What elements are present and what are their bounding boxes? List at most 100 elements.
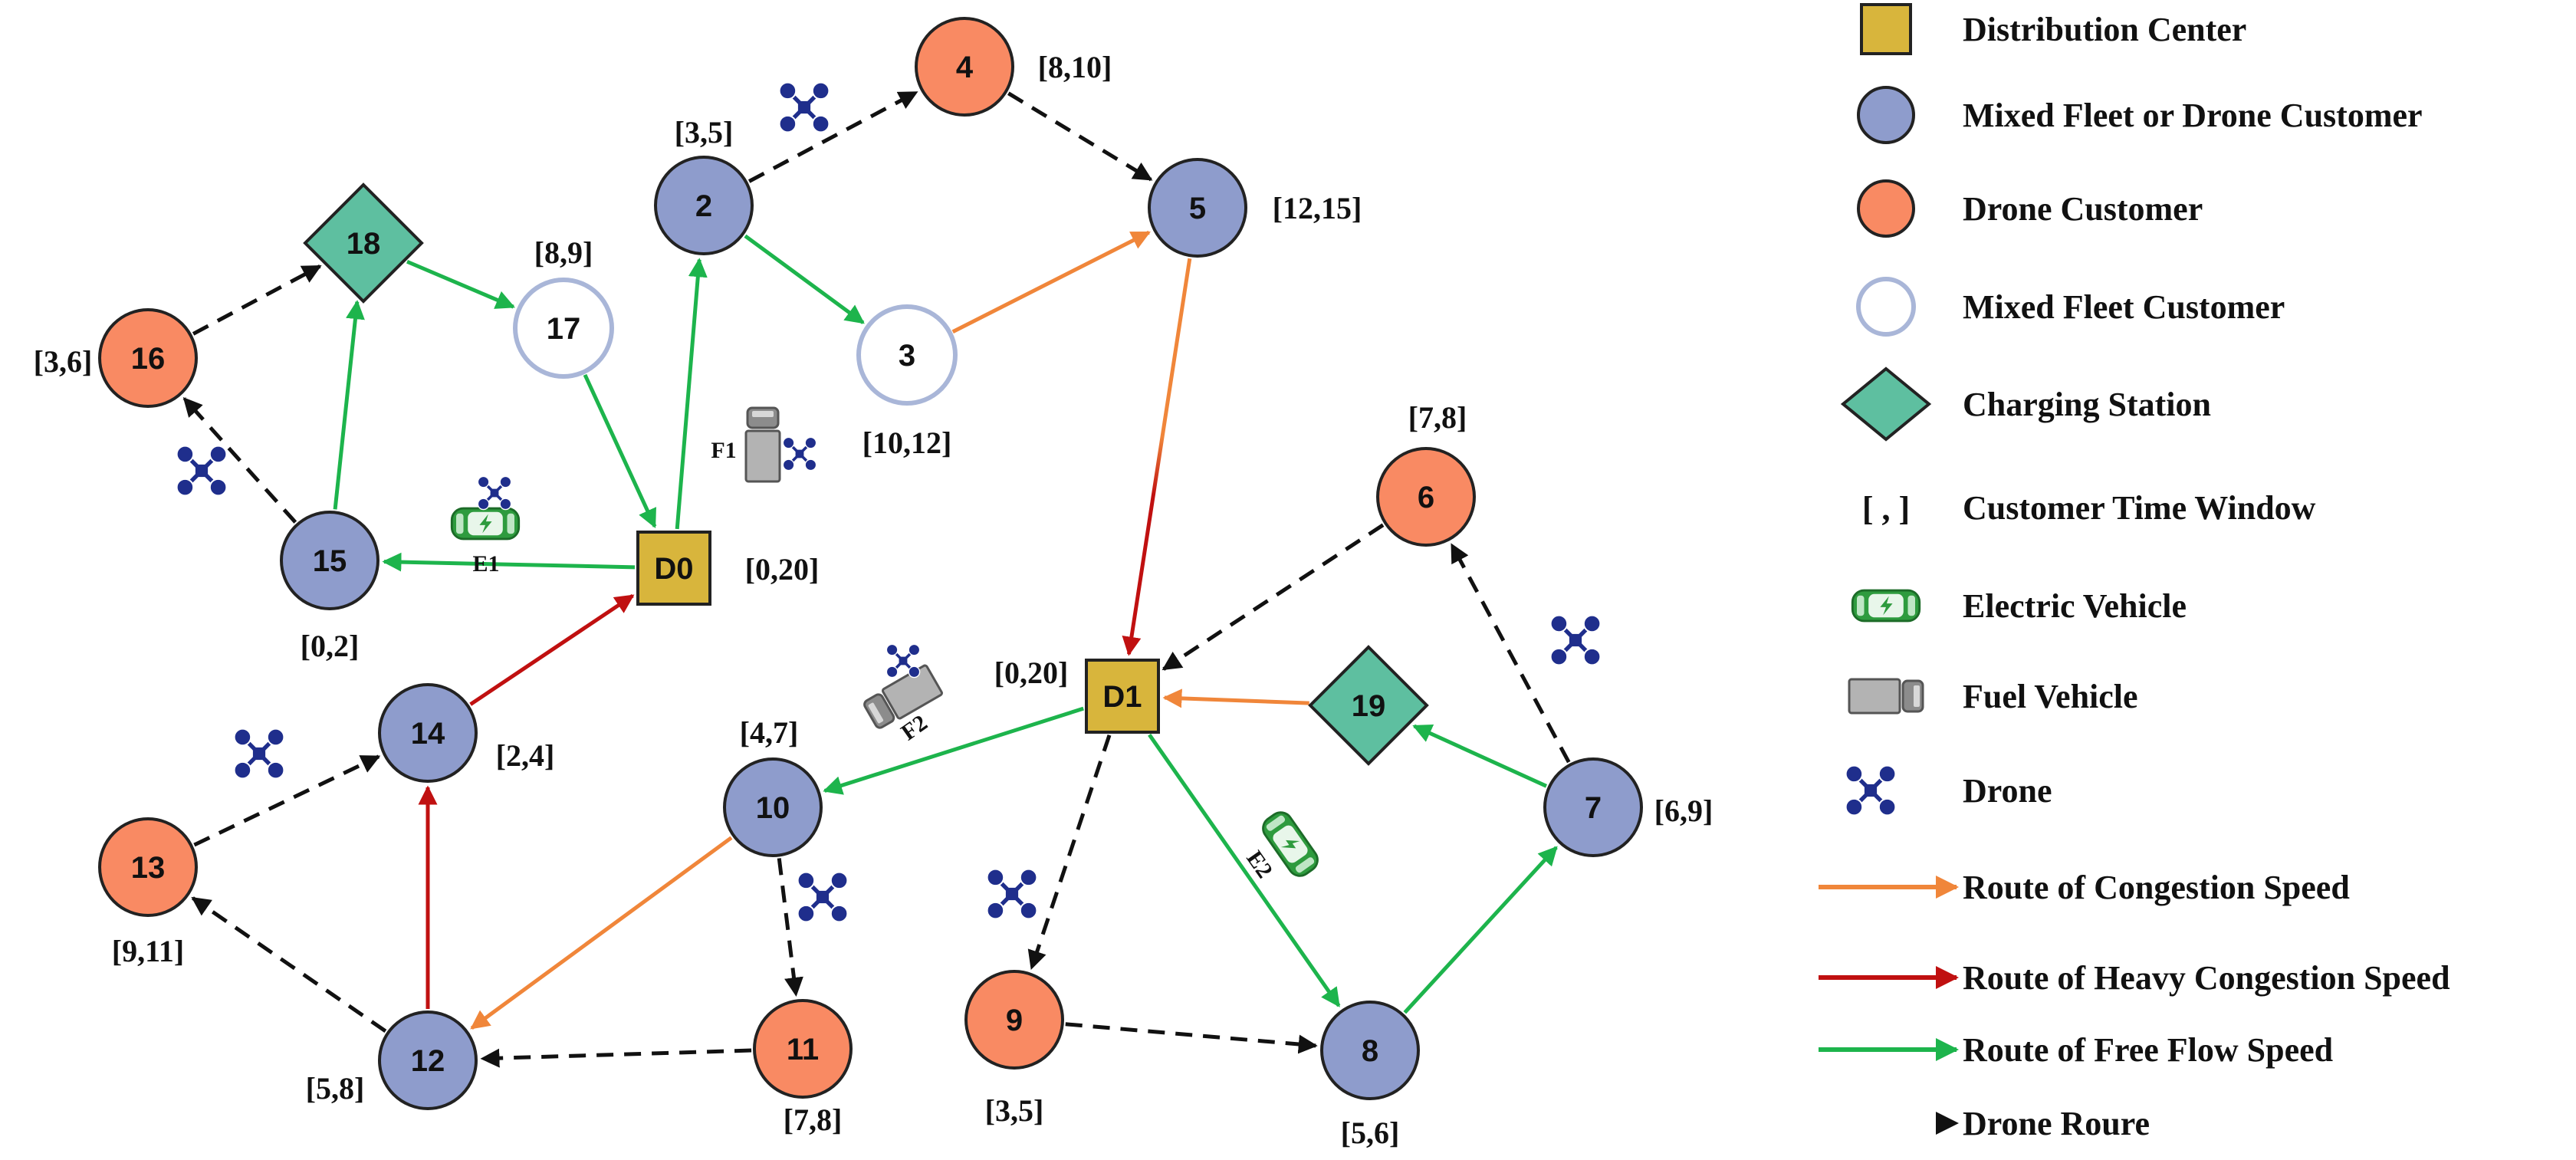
node-11: 11 — [753, 999, 853, 1099]
legend-item-depot: Distribution Center — [1860, 3, 2246, 55]
time-window-label: [8,9] — [534, 235, 593, 270]
node-label: 12 — [411, 1044, 445, 1078]
node-4: 4 — [915, 17, 1014, 117]
edge-D1-to-8 — [1148, 733, 1341, 1007]
time-window-label: [0,20] — [745, 552, 820, 587]
legend-item-mixed-or-drone: Mixed Fleet or Drone Customer — [1857, 86, 2423, 144]
time-window-label: [12,15] — [1273, 191, 1362, 225]
node-circle — [98, 817, 198, 917]
time-window-label: [3,6] — [34, 344, 93, 379]
node-circle — [280, 511, 380, 610]
edge-2-to-4 — [748, 90, 918, 183]
time-window-label: [0,2] — [301, 629, 360, 663]
edge-8-to-7 — [1403, 846, 1558, 1014]
edge-3-to-5 — [951, 230, 1151, 334]
node-label: 6 — [1418, 481, 1434, 514]
edge-13-to-14 — [193, 754, 381, 847]
legend-label: Route of Congestion Speed — [1963, 869, 2350, 906]
node-5: 5 — [1148, 158, 1247, 258]
edge-14-to-D0 — [469, 593, 635, 706]
edge-19-to-D1 — [1162, 688, 1309, 708]
time-window-label: [5,8] — [306, 1071, 365, 1106]
node-circle — [513, 278, 614, 379]
legend-item-drone-customer: Drone Customer — [1857, 179, 2203, 238]
node-18: 18 — [303, 182, 424, 304]
node-label: D1 — [1102, 680, 1142, 714]
drone-icon — [477, 475, 512, 511]
node-circle — [753, 999, 853, 1099]
legend-time-window-glyph: [ , ] — [1862, 490, 1910, 527]
node-circle — [723, 757, 823, 857]
node-3: 3 — [856, 304, 958, 406]
node-8: 8 — [1320, 1001, 1420, 1100]
node-circle — [856, 304, 958, 406]
node-label: 10 — [756, 791, 790, 825]
node-7: 7 — [1543, 757, 1643, 857]
depot-square — [1085, 659, 1160, 734]
edge-12-to-13 — [191, 896, 387, 1033]
legend-label: Route of Free Flow Speed — [1963, 1031, 2333, 1069]
edge-D0-to-2 — [675, 258, 708, 530]
node-label: D0 — [654, 552, 693, 586]
time-window-label: [7,8] — [1408, 400, 1467, 435]
legend-item-drone: Drone — [1845, 764, 2052, 817]
legend-item-mixed-fleet: Mixed Fleet Customer — [1856, 277, 2285, 337]
node-circle — [378, 1010, 478, 1110]
edge-11-to-12 — [480, 1048, 752, 1068]
edge-17-to-D0 — [583, 373, 657, 529]
node-label: 4 — [956, 51, 974, 84]
charging-diamond — [1308, 645, 1429, 766]
node-19: 19 — [1308, 645, 1429, 766]
edge-15-to-18 — [333, 300, 365, 510]
legend-label: Mixed Fleet or Drone Customer — [1963, 97, 2423, 134]
fuel-vehicle-icon — [1848, 678, 1924, 715]
legend-label: Drone — [1963, 772, 2052, 810]
legend-label: Customer Time Window — [1963, 489, 2316, 527]
node-circle — [1543, 757, 1643, 857]
time-window-label: [6,9] — [1654, 794, 1714, 828]
legend-charging-swatch — [1840, 366, 1932, 442]
node-label: 7 — [1585, 791, 1602, 825]
edge-16-to-18 — [192, 265, 322, 336]
time-window-label: [7,8] — [784, 1102, 843, 1137]
edge-6-to-D1 — [1162, 523, 1385, 671]
time-window-label: [2,4] — [496, 738, 555, 773]
edge-D1-to-9 — [1027, 734, 1112, 971]
node-label: 8 — [1362, 1034, 1378, 1068]
edge-2-to-3 — [744, 234, 865, 324]
edge-10-to-12 — [470, 836, 733, 1030]
time-window-label: [0,20] — [994, 656, 1069, 690]
fuel-vehicle-icon — [863, 664, 943, 729]
drone-icon — [1845, 764, 1897, 817]
drone-icon — [986, 868, 1038, 920]
node-circle — [98, 308, 198, 408]
node-label: 9 — [1006, 1004, 1023, 1037]
node-label: 11 — [787, 1033, 819, 1066]
electric-vehicle-icon — [450, 507, 521, 541]
time-window-label: [10,12] — [863, 426, 952, 460]
node-d1: D1 — [1085, 659, 1160, 734]
node-label: 2 — [695, 189, 712, 223]
time-windows-layer: [0,20][0,20][3,5][10,12][8,10][12,15][7,… — [34, 50, 1714, 1150]
node-10: 10 — [723, 757, 823, 857]
legend-label: Charging Station — [1963, 386, 2211, 423]
edge-7-to-6 — [1450, 543, 1571, 764]
edges-layer — [182, 90, 1571, 1068]
node-circle — [1376, 447, 1476, 547]
node-12: 12 — [378, 1010, 478, 1110]
legend-label: Electric Vehicle — [1963, 587, 2187, 625]
depot-square — [636, 531, 711, 606]
electric-vehicle-icon — [1851, 589, 1921, 623]
node-17: 17 — [513, 278, 614, 379]
edge-D0-to-15 — [382, 552, 636, 572]
node-label: 18 — [347, 227, 381, 261]
node-circle — [654, 156, 754, 255]
edge-9-to-8 — [1065, 1022, 1318, 1054]
node-circle — [964, 970, 1064, 1070]
edge-10-to-11 — [777, 858, 803, 997]
edge-D1-to-10 — [823, 706, 1084, 795]
node-14: 14 — [378, 683, 478, 783]
